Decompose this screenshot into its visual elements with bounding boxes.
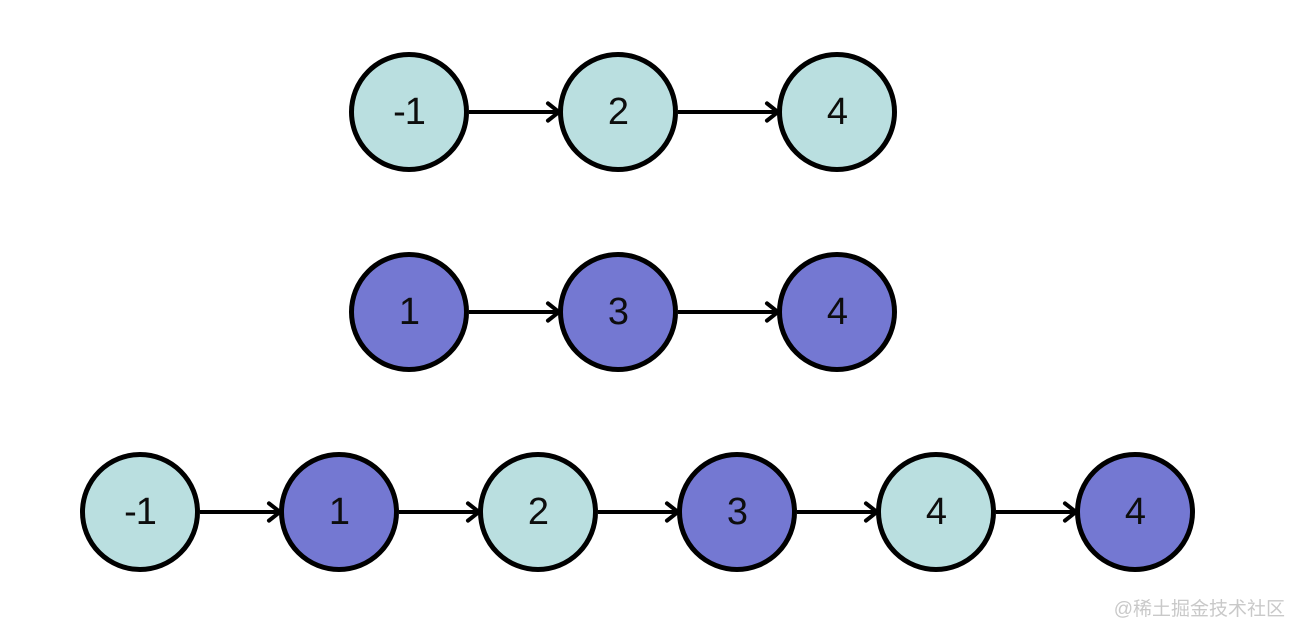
next-pointer-arrow-icon [200,510,279,514]
next-pointer-arrow-icon [469,310,558,314]
list-node: 1 [279,452,399,572]
node-value: 1 [398,291,420,333]
node-value: -1 [124,491,157,533]
list-node: 2 [478,452,598,572]
watermark: @稀土掘金技术社区 [1113,599,1285,620]
list-node: 3 [558,252,678,372]
node-value: -1 [393,91,426,133]
list-node: 4 [1075,452,1195,572]
list-node: 4 [777,252,897,372]
node-value: 4 [1124,491,1146,533]
list-node: 1 [349,252,469,372]
next-pointer-arrow-icon [797,510,876,514]
next-pointer-arrow-icon [678,310,777,314]
next-pointer-arrow-icon [996,510,1075,514]
next-pointer-arrow-icon [469,110,558,114]
node-value: 3 [607,291,629,333]
node-value: 1 [328,491,350,533]
next-pointer-arrow-icon [678,110,777,114]
next-pointer-arrow-icon [598,510,677,514]
node-value: 3 [726,491,748,533]
node-value: 2 [607,91,629,133]
list-node: 3 [677,452,797,572]
list-node: 4 [876,452,996,572]
node-value: 4 [826,291,848,333]
list-node: 4 [777,52,897,172]
next-pointer-arrow-icon [399,510,478,514]
list-node: -1 [80,452,200,572]
list-node: -1 [349,52,469,172]
node-value: 4 [826,91,848,133]
node-value: 4 [925,491,947,533]
list-node: 2 [558,52,678,172]
node-value: 2 [527,491,549,533]
